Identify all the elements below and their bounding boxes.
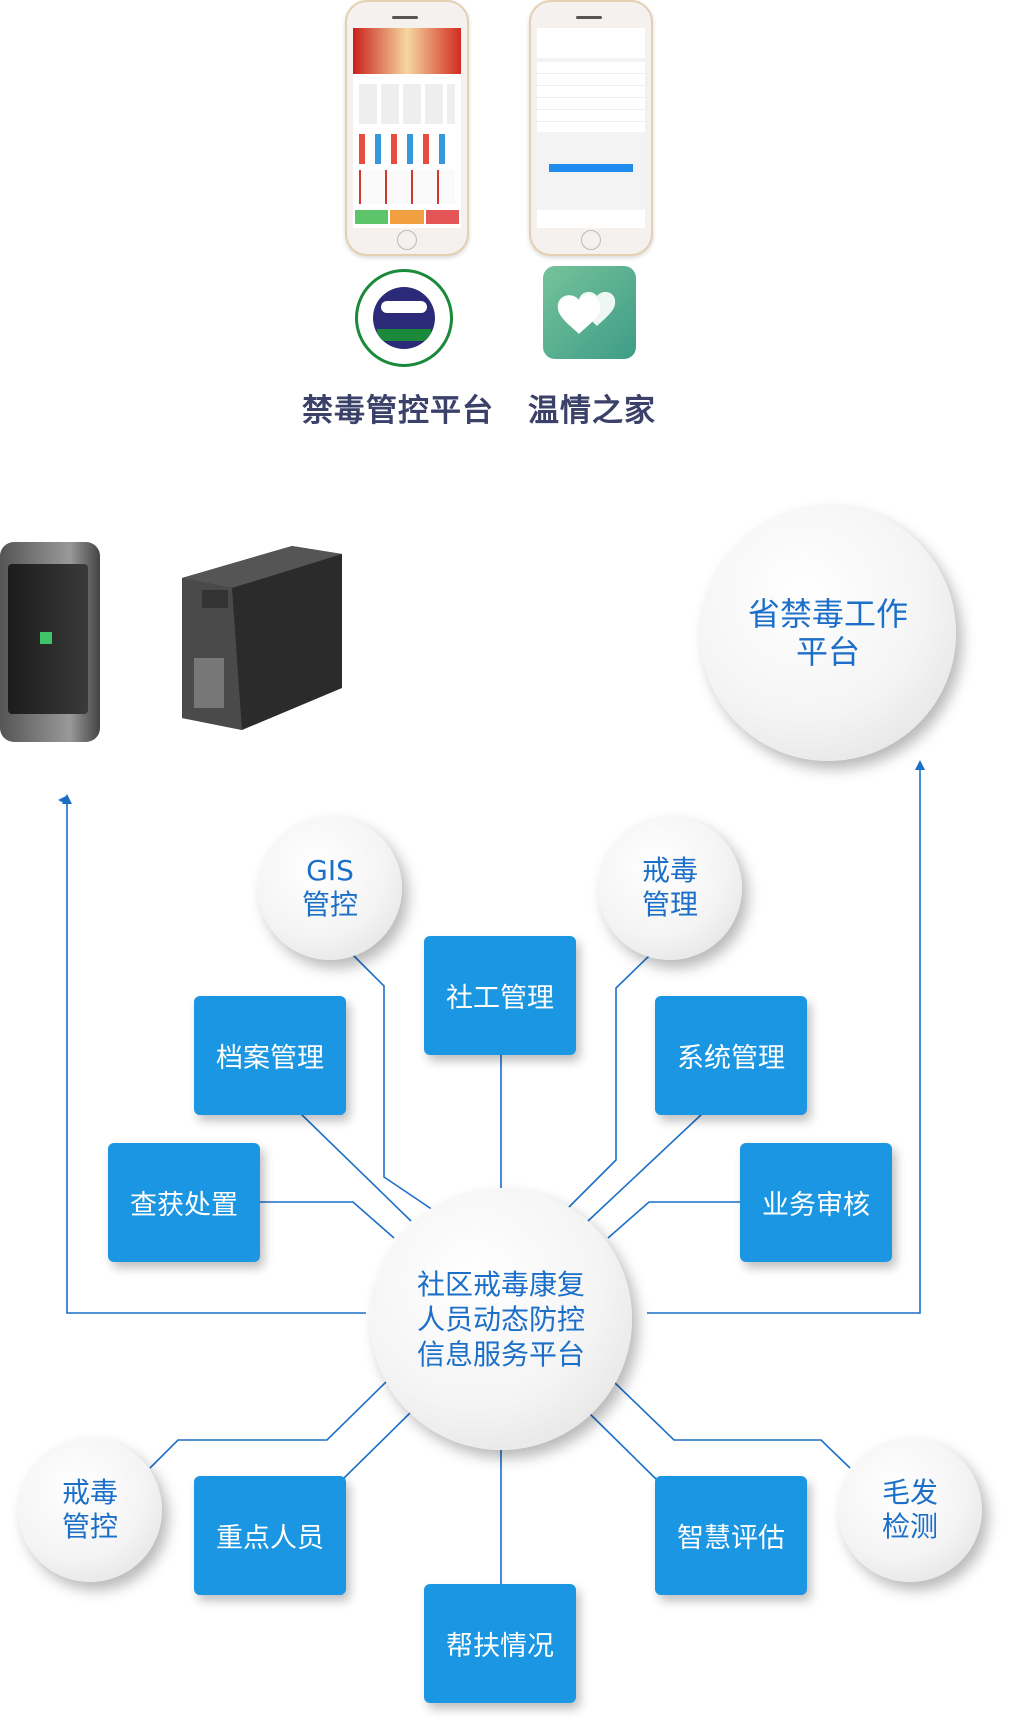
line-system: [587, 1112, 704, 1222]
module-archives: 档案管理: [194, 996, 346, 1115]
line-rehab-mgmt: [565, 954, 651, 1211]
line-seizure: [260, 1201, 395, 1239]
hair-test-node: 毛发检测: [838, 1438, 982, 1582]
rehab-mgmt-node: 戒毒管理: [598, 816, 742, 960]
gis-label-1: GIS: [306, 854, 354, 888]
app-name-narcotics: 禁毒管控平台: [302, 393, 494, 429]
center-platform-label: 社区戒毒康复人员动态防控信息服务平台: [416, 1267, 585, 1371]
line-archives: [299, 1112, 412, 1222]
arrow-to-province: [647, 767, 921, 1314]
module-seizure: 查获处置: [108, 1143, 260, 1262]
line-assessment: [587, 1411, 658, 1481]
province-platform-label: 省禁毒工作平台: [747, 594, 908, 671]
narcotics-control-emblem: [355, 269, 453, 367]
module-social-work: 社工管理: [424, 936, 576, 1055]
module-assessment: 智慧评估: [655, 1476, 807, 1595]
rehab-mgmt-label-1: 戒毒: [641, 854, 698, 888]
handheld-detector-device: [0, 542, 100, 742]
line-rehab-ctrl: [149, 1381, 387, 1469]
app-banner: [353, 28, 461, 74]
desktop-detector-device: [172, 538, 344, 730]
hearts-icon: [543, 266, 636, 359]
module-system: 系统管理: [655, 996, 807, 1115]
arrow-head-left: [62, 794, 72, 804]
line-key-persons: [341, 1411, 412, 1481]
hair-test-label-2: 检测: [881, 1510, 938, 1543]
module-review: 业务审核: [740, 1143, 892, 1262]
app-name-warmth: 温情之家: [528, 393, 656, 429]
line-hair-test: [613, 1381, 851, 1469]
province-platform-node: 省禁毒工作平台: [700, 505, 956, 761]
module-key-persons: 重点人员: [194, 1476, 346, 1595]
rehab-mgmt-label-2: 管理: [641, 888, 698, 921]
center-platform-node: 社区戒毒康复人员动态防控信息服务平台: [370, 1188, 632, 1450]
line-review: [607, 1201, 740, 1239]
rehab-ctrl-node: 戒毒管控: [18, 1438, 162, 1582]
module-assistance: 帮扶情况: [424, 1584, 576, 1703]
hair-test-label-1: 毛发: [881, 1476, 938, 1510]
rehab-ctrl-label-1: 戒毒: [61, 1476, 118, 1510]
phone-mockup-warmth-app: [529, 0, 653, 256]
line-gis: [352, 954, 434, 1211]
rehab-ctrl-label-2: 管控: [61, 1510, 118, 1543]
gis-label-2: 管控: [301, 888, 358, 921]
phone-mockup-narcotics-app: [345, 0, 469, 256]
arrow-head-right: [915, 760, 925, 770]
arrow-to-devices: [58, 795, 366, 1314]
